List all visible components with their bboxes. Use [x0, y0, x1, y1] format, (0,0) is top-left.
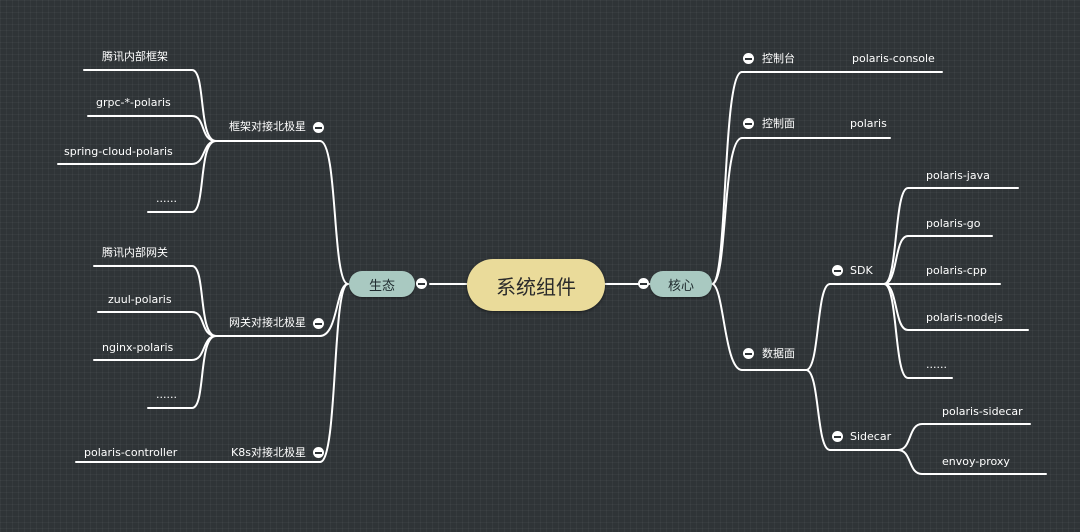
collapse-icon[interactable]	[638, 278, 649, 289]
leaf-sdk-2[interactable]: polaris-go	[926, 217, 981, 230]
collapse-icon[interactable]	[832, 431, 843, 442]
topic-console[interactable]: 控制台	[762, 52, 795, 65]
leaf-framework-2[interactable]: grpc-*-polaris	[96, 96, 171, 109]
connector-sc-2	[897, 449, 1047, 475]
topic-control-plane[interactable]: 控制面	[762, 117, 795, 130]
connector-gw-4	[147, 335, 217, 409]
connector-sdk-1	[883, 187, 1019, 285]
collapse-icon[interactable]	[743, 118, 754, 129]
topic-data-plane[interactable]: 数据面	[762, 347, 795, 360]
connector-core-console	[711, 71, 743, 285]
connector-sdk-5	[883, 283, 953, 379]
leaf-framework-4[interactable]: ......	[156, 192, 177, 205]
leaf-sdk-1[interactable]: polaris-java	[926, 169, 990, 182]
leaf-sdk-3[interactable]: polaris-cpp	[926, 264, 987, 277]
connector-gw-2	[97, 311, 217, 337]
main-topic-core[interactable]: 核心	[650, 271, 712, 297]
collapse-icon[interactable]	[416, 278, 427, 289]
topic-gateway[interactable]: 网关对接北极星	[229, 316, 306, 329]
connector-eco-framework	[319, 140, 349, 285]
collapse-icon[interactable]	[743, 348, 754, 359]
leaf-sidecar-1[interactable]: polaris-sidecar	[942, 405, 1023, 418]
leaf-sidecar-2[interactable]: envoy-proxy	[942, 455, 1010, 468]
collapse-icon[interactable]	[832, 265, 843, 276]
topic-sidecar[interactable]: Sidecar	[850, 430, 892, 443]
leaf-sdk-5[interactable]: ......	[926, 358, 947, 371]
leaf-console-1[interactable]: polaris-console	[852, 52, 935, 65]
topic-framework[interactable]: 框架对接北极星	[229, 120, 306, 133]
leaf-sdk-4[interactable]: polaris-nodejs	[926, 311, 1004, 324]
connector-gw-1	[93, 265, 217, 337]
connector-core-data	[711, 283, 743, 371]
connector-fw-2	[87, 115, 217, 142]
collapse-icon[interactable]	[313, 318, 324, 329]
main-topic-ecosystem[interactable]: 生态	[349, 271, 415, 297]
leaf-gateway-3[interactable]: nginx-polaris	[102, 341, 174, 354]
leaf-framework-3[interactable]: spring-cloud-polaris	[64, 145, 173, 158]
connector-sdk-2	[883, 235, 993, 285]
connector-eco-k8s	[319, 283, 349, 463]
topic-k8s[interactable]: K8s对接北极星	[231, 446, 306, 459]
connector-fw-4	[147, 140, 217, 213]
central-topic[interactable]: 系统组件	[467, 259, 605, 311]
leaf-k8s-1[interactable]: polaris-controller	[84, 446, 178, 459]
leaf-control-plane-1[interactable]: polaris	[850, 117, 887, 130]
collapse-icon[interactable]	[313, 122, 324, 133]
leaf-gateway-1[interactable]: 腾讯内部网关	[102, 246, 168, 259]
leaf-framework-1[interactable]: 腾讯内部框架	[102, 50, 168, 63]
connector-data-sidecar	[805, 369, 831, 451]
connector-fw-1	[83, 69, 217, 142]
connector-data-sdk	[805, 283, 831, 371]
collapse-icon[interactable]	[313, 447, 324, 458]
topic-sdk[interactable]: SDK	[850, 264, 873, 277]
leaf-gateway-2[interactable]: zuul-polaris	[108, 293, 172, 306]
collapse-icon[interactable]	[743, 53, 754, 64]
leaf-gateway-4[interactable]: ......	[156, 388, 177, 401]
connector-core-control	[711, 137, 743, 285]
connector-sc-1	[897, 423, 1031, 451]
